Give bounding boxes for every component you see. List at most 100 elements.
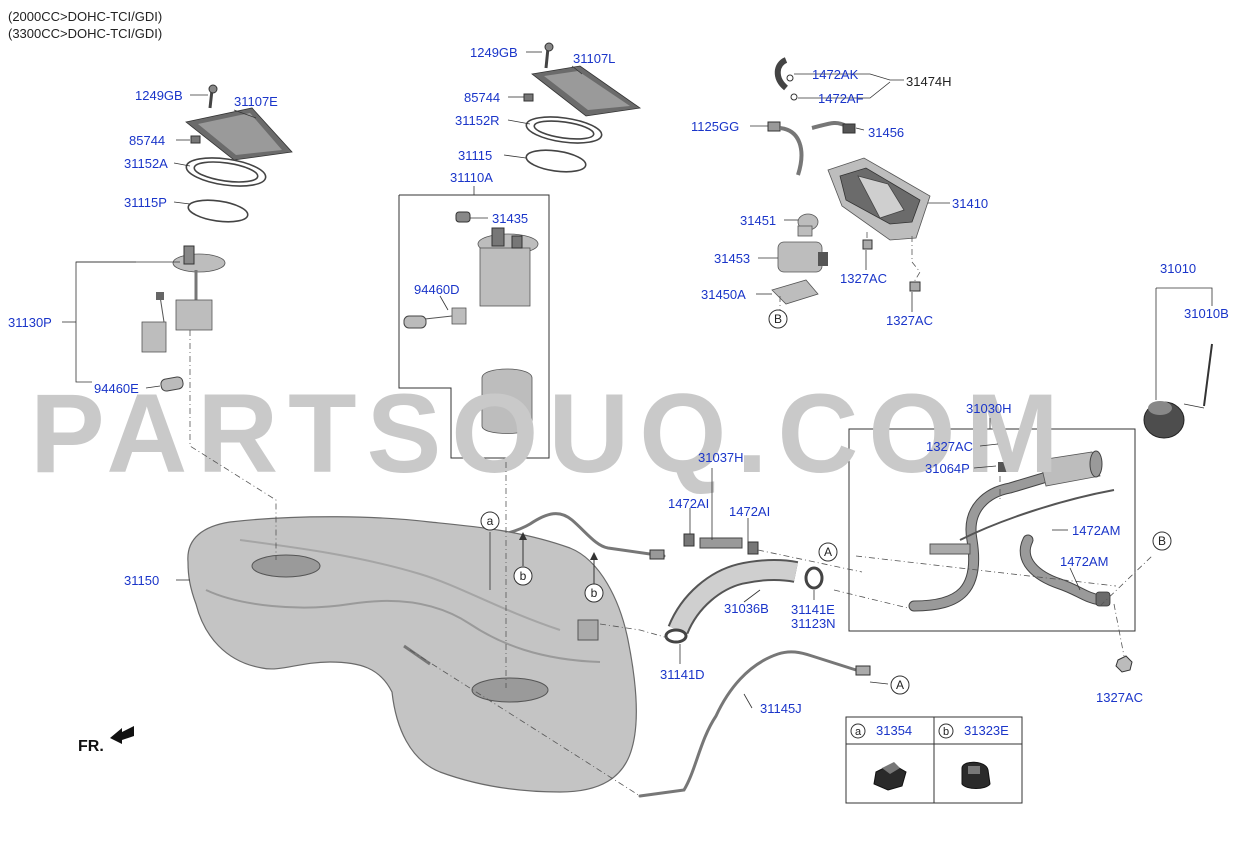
callout-31410[interactable]: 31410 xyxy=(952,196,988,211)
callout-85744-mid[interactable]: 85744 xyxy=(464,90,500,105)
legend-item-b[interactable]: b 31323E xyxy=(938,723,1009,789)
svg-text:a: a xyxy=(487,514,494,528)
callout-31115[interactable]: 31115 xyxy=(458,148,492,163)
engine-variant-1: (2000CC>DOHC-TCI/GDI) xyxy=(8,9,162,24)
svg-text:a: a xyxy=(855,726,862,738)
svg-text:A: A xyxy=(896,678,904,692)
grommet-mid xyxy=(523,93,534,102)
callout-31141E[interactable]: 31141E xyxy=(791,602,835,617)
callout-31107E[interactable]: 31107E xyxy=(234,94,278,109)
legend-part-31354[interactable]: 31354 xyxy=(876,723,912,738)
callout-31130P[interactable]: 31130P xyxy=(8,315,52,330)
filler-hose-31036B xyxy=(669,561,798,634)
callout-31456[interactable]: 31456 xyxy=(868,125,904,140)
callout-31037H[interactable]: 31037H xyxy=(698,450,744,465)
callout-31450A[interactable]: 31450A xyxy=(701,287,746,302)
left-pump-plate-group xyxy=(141,84,293,392)
clamp-31141E xyxy=(804,566,824,590)
front-arrow-icon xyxy=(110,726,134,744)
watermark: PARTSOUQ.COM xyxy=(30,371,1069,496)
cap-tether xyxy=(1203,343,1213,407)
ref-b-tank-1[interactable]: b xyxy=(513,566,533,586)
vent-hose xyxy=(774,57,789,91)
canister-bolt xyxy=(767,121,781,132)
callout-1327AC-2[interactable]: 1327AC xyxy=(886,313,933,328)
leader-lines xyxy=(62,51,1213,709)
legend-item-a[interactable]: a 31354 xyxy=(850,723,912,791)
callout-31123N[interactable]: 31123N xyxy=(791,616,836,631)
fuel-feed-pipe-31145J xyxy=(638,650,858,798)
legend-part-31323E[interactable]: 31323E xyxy=(964,723,1009,738)
callout-1472AF[interactable]: 1472AF xyxy=(818,91,864,106)
callout-31453[interactable]: 31453 xyxy=(714,251,750,266)
pump-module-mid xyxy=(479,247,531,307)
callout-31030H[interactable]: 31030H xyxy=(966,401,1012,416)
callout-31150[interactable]: 31150 xyxy=(124,573,159,588)
callout-31010[interactable]: 31010 xyxy=(1160,261,1196,276)
ref-b-tank-2[interactable]: b xyxy=(584,583,604,603)
callout-31010B[interactable]: 31010B xyxy=(1184,306,1229,321)
fuel-sender-left xyxy=(160,376,184,392)
callout-1472AM-1[interactable]: 1472AM xyxy=(1072,523,1120,538)
ref-a-tank[interactable]: a xyxy=(480,511,500,531)
svg-text:B: B xyxy=(1158,534,1166,548)
callout-1472AI-1[interactable]: 1472AI xyxy=(668,496,709,511)
ref-B-filler[interactable]: B xyxy=(1152,531,1172,551)
engine-variant-2: (3300CC>DOHC-TCI/GDI) xyxy=(8,26,162,41)
callout-31474H[interactable]: 31474H xyxy=(906,74,952,89)
callout-31152R[interactable]: 31152R xyxy=(455,113,500,128)
filler-neck-tube xyxy=(909,471,1055,611)
callout-31145J[interactable]: 31145J xyxy=(760,701,802,716)
callout-94460E[interactable]: 94460E xyxy=(94,381,139,396)
callout-31141D[interactable]: 31141D xyxy=(660,667,705,682)
ref-B-canister[interactable]: B xyxy=(768,309,788,329)
callout-1472AK[interactable]: 1472AK xyxy=(812,67,859,82)
filler-head xyxy=(1039,451,1101,487)
callout-1327AC-3[interactable]: 1327AC xyxy=(926,439,973,454)
callout-1249GB-left[interactable]: 1249GB xyxy=(135,88,183,103)
callout-94460D[interactable]: 94460D xyxy=(414,282,460,297)
retainer-ring-mid xyxy=(525,116,603,144)
callout-31036B[interactable]: 31036B xyxy=(724,601,769,616)
grommet-left xyxy=(190,135,201,144)
callout-31110A[interactable]: 31110A xyxy=(450,170,493,185)
fuel-sender-mid xyxy=(403,315,427,329)
callout-31115P[interactable]: 31115P xyxy=(124,195,167,210)
svg-text:b: b xyxy=(943,726,949,738)
bolt-mid xyxy=(544,47,550,69)
callout-1327AC-4[interactable]: 1327AC xyxy=(1096,690,1143,705)
gasket-left xyxy=(187,199,249,223)
callout-1125GG[interactable]: 1125GG xyxy=(691,119,739,134)
callout-1472AI-2[interactable]: 1472AI xyxy=(729,504,770,519)
retainer-ring-left xyxy=(185,157,267,187)
canister-filter xyxy=(777,241,823,273)
filler-nut xyxy=(1115,655,1133,673)
ref-A-filler[interactable]: A xyxy=(818,542,838,562)
ref-A-pipe[interactable]: A xyxy=(890,675,910,695)
callout-31107L[interactable]: 31107L xyxy=(573,51,615,66)
callout-85744-left[interactable]: 85744 xyxy=(129,133,165,148)
fuel-tank xyxy=(187,516,637,793)
middle-hoses xyxy=(434,512,871,798)
callout-1327AC-1[interactable]: 1327AC xyxy=(840,271,887,286)
pump-module-left xyxy=(172,253,226,273)
svg-text:B: B xyxy=(774,312,782,326)
filler-neck-group xyxy=(848,343,1213,673)
callout-31152A[interactable]: 31152A xyxy=(124,156,168,171)
callout-31451[interactable]: 31451 xyxy=(740,213,776,228)
assembly-box-31030H xyxy=(848,428,1136,632)
callout-1249GB-mid[interactable]: 1249GB xyxy=(470,45,518,60)
legend-table: a 31354 b 31323E xyxy=(845,716,1023,804)
callout-31064P[interactable]: 31064P xyxy=(925,461,970,476)
callout-labels: 1249GB 31107E 85744 31152A 31115P 31130P… xyxy=(8,45,1229,716)
tank-opening-right xyxy=(471,677,549,703)
svg-text:b: b xyxy=(591,586,598,600)
callout-1472AM-2[interactable]: 1472AM xyxy=(1060,554,1108,569)
filter-bracket xyxy=(771,279,819,305)
middle-pump-plate-group xyxy=(398,42,642,459)
filler-hose-31037H xyxy=(699,537,743,549)
callout-31435[interactable]: 31435 xyxy=(492,211,528,226)
pump-reservoir xyxy=(481,368,533,434)
